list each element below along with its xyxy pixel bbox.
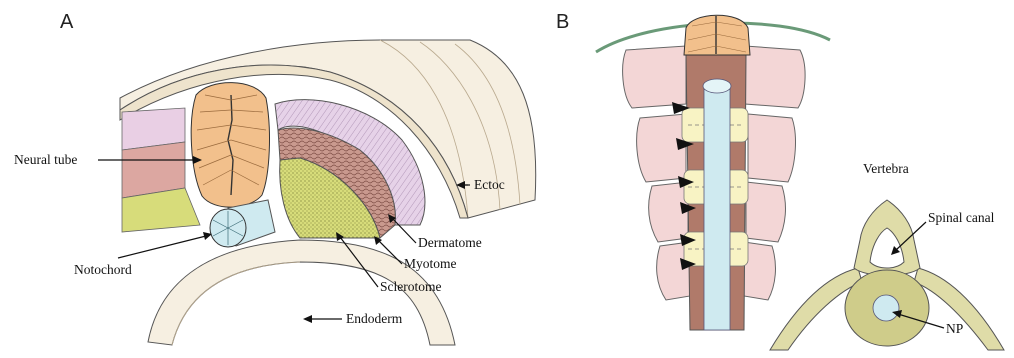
panel-b-letter: B	[556, 11, 569, 33]
panel-a: A	[14, 11, 536, 345]
label-ectoderm: Ectoc	[474, 177, 505, 192]
somites-right	[744, 46, 805, 300]
label-endoderm: Endoderm	[346, 311, 403, 326]
label-spinal-canal: Spinal canal	[928, 210, 995, 225]
label-notochord: Notochord	[74, 262, 132, 277]
arrow-notochord	[118, 232, 212, 258]
somites-left	[623, 46, 690, 300]
label-dermatome: Dermatome	[418, 235, 482, 250]
panel-b: B	[556, 11, 1004, 350]
left-somite-block	[122, 108, 200, 232]
label-sclerotome: Sclerotome	[380, 279, 441, 294]
label-vertebra: Vertebra	[863, 161, 909, 176]
label-neural-tube: Neural tube	[14, 152, 77, 167]
neural-tube-b	[684, 15, 750, 55]
arrow-endoderm	[303, 315, 342, 323]
notochord	[210, 200, 275, 247]
vertebral-column	[682, 55, 748, 330]
label-np: NP	[946, 321, 963, 336]
panel-a-letter: A	[60, 11, 74, 33]
neural-tube	[191, 83, 269, 208]
label-myotome: Myotome	[404, 256, 457, 271]
